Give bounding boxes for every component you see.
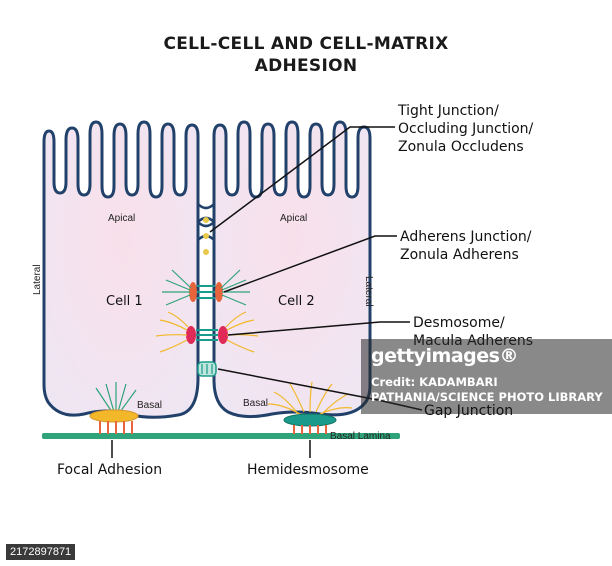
tight-line-2: Occluding Junction/ xyxy=(398,121,534,137)
focal-adhesion-callout: Focal Adhesion xyxy=(57,462,163,478)
gap-junction xyxy=(197,361,217,377)
credit-line-2: PATHANIA/SCIENCE PHOTO LIBRARY xyxy=(371,390,603,404)
tight-line-1: Tight Junction/ xyxy=(398,103,499,119)
lateral-label-left: Lateral xyxy=(32,264,43,295)
credit-line-1: Credit: KADAMBARI xyxy=(371,375,498,389)
footer-bar xyxy=(0,538,612,566)
basal-lamina-label: Basal Lamina xyxy=(330,431,391,442)
adherens-junction xyxy=(162,269,250,306)
image-id-badge: 2172897871 xyxy=(6,544,76,560)
focal-adhesion xyxy=(89,382,139,434)
apical-label-left: Apical xyxy=(108,213,136,224)
tight-junction-callout: Tight Junction/ Occluding Junction/ Zonu… xyxy=(398,102,533,156)
gap-junction-callout: Gap Junction xyxy=(424,403,514,419)
desmosome xyxy=(155,311,259,353)
hemidesmosome xyxy=(267,381,353,434)
diagram-title-line1: CELL-CELL AND CELL-MATRIX xyxy=(163,34,449,54)
cell-2-label: Cell 2 xyxy=(278,294,315,309)
basal-label-right: Basal xyxy=(243,398,269,409)
tight-leader xyxy=(209,126,395,233)
cell-1-label: Cell 1 xyxy=(106,294,143,309)
tight-junction xyxy=(197,203,216,255)
lateral-label-right: Lateral xyxy=(363,276,374,307)
adherens-line-1: Adherens Junction/ xyxy=(400,229,532,245)
watermark-overlay: gettyimages® Credit: KADAMBARI PATHANIA/… xyxy=(361,339,612,414)
apical-label-right: Apical xyxy=(280,213,308,224)
adherens-leader xyxy=(223,235,397,293)
cell-2-body xyxy=(212,120,372,419)
tight-line-3: Zonula Occludens xyxy=(398,139,524,155)
adherens-junction-callout: Adherens Junction/ Zonula Adherens xyxy=(400,228,532,264)
diagram-title-line2: ADHESION xyxy=(254,56,358,76)
adherens-line-2: Zonula Adherens xyxy=(400,247,519,263)
getty-logo: gettyimages® xyxy=(371,345,518,367)
desmosome-line-1: Desmosome/ xyxy=(413,315,505,331)
cell-1-body xyxy=(42,120,200,419)
photo-credit: Credit: KADAMBARI PATHANIA/SCIENCE PHOTO… xyxy=(371,375,603,405)
basal-lamina xyxy=(42,433,400,439)
desmosome-leader xyxy=(227,321,410,336)
basal-label-left: Basal xyxy=(137,400,163,411)
hemidesmosome-callout: Hemidesmosome xyxy=(247,462,369,478)
